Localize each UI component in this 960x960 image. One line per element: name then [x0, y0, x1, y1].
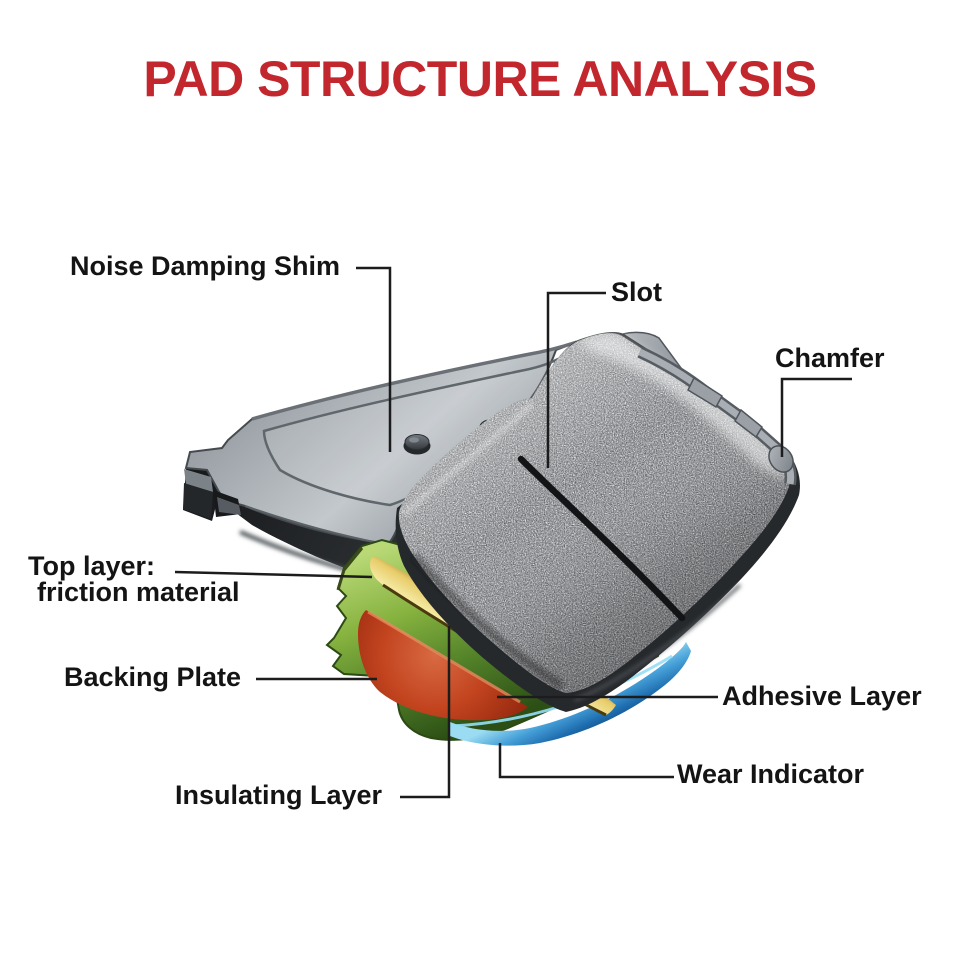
- friction-block-edge-rim: [637, 346, 797, 486]
- leader-lines: [174, 266, 852, 799]
- label-noise-damping-shim: Noise Damping Shim: [70, 251, 341, 281]
- leader-noise-damping-shim: [356, 266, 392, 452]
- leader-wear-indicator: [498, 743, 674, 779]
- label-top-layer: Top layer: friction material: [28, 551, 240, 607]
- label-chamfer: Chamfer: [775, 343, 885, 373]
- friction-block: [395, 332, 800, 712]
- adhesive-layer-red: [358, 610, 528, 721]
- label-backing-plate: Backing Plate: [64, 662, 242, 692]
- wear-indicator-layer: [450, 642, 691, 746]
- leader-chamfer: [780, 377, 852, 457]
- label-adhesive-layer: Adhesive Layer: [722, 681, 922, 711]
- leader-top-layer: [174, 570, 373, 579]
- chamfer-corner-knob: [768, 445, 794, 473]
- label-wear-indicator: Wear Indicator: [677, 759, 865, 789]
- label-slot: Slot: [611, 277, 662, 307]
- shim-left-tab: [184, 469, 213, 492]
- slot-groove: [517, 455, 686, 622]
- label-top-layer-line2: friction material: [37, 577, 240, 607]
- label-insulating-layer: Insulating Layer: [175, 780, 383, 810]
- label-top-layer-line1: Top layer:: [28, 551, 156, 581]
- shim-pin-left: [403, 434, 431, 455]
- leader-slot: [546, 291, 606, 468]
- leader-insulating-layer: [400, 626, 451, 799]
- page-title: PAD STRUCTURE ANALYSIS: [143, 51, 817, 107]
